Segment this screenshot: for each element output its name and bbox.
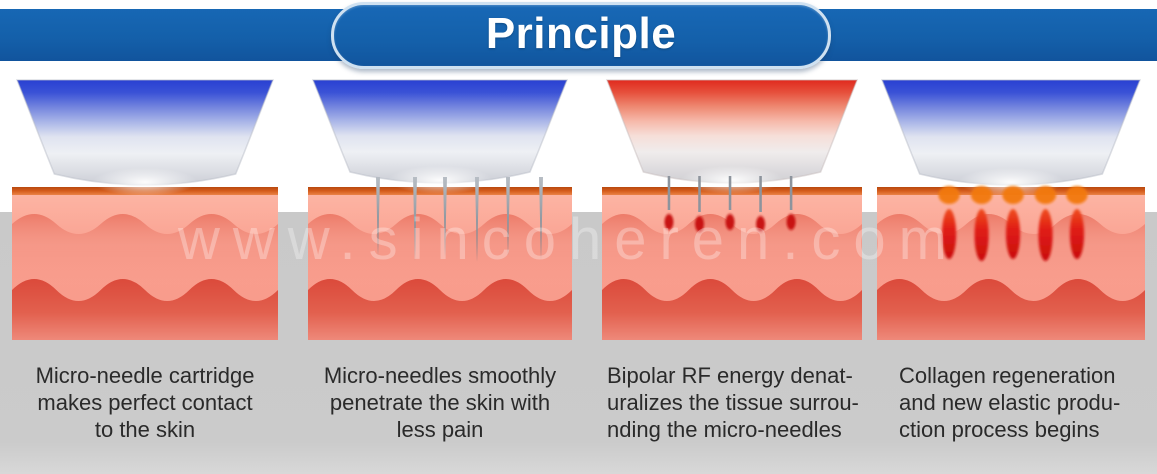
panel-contact <box>12 78 278 340</box>
panel-regeneration <box>877 78 1145 340</box>
caption-contact: Micro-needle cartridge makes perfect con… <box>12 362 278 443</box>
caption-line: Micro-needles smoothly <box>323 363 557 388</box>
micro-needles <box>376 177 543 262</box>
caption-line: to the skin <box>94 417 196 442</box>
panel-penetration <box>308 78 572 340</box>
header-pill: Principle <box>331 2 831 69</box>
needle-shafts <box>667 176 793 212</box>
caption-line: and new elastic produ- <box>899 390 1121 415</box>
caption-line: penetrate the skin with <box>329 390 551 415</box>
penetration-illustration <box>308 79 572 340</box>
caption-line: less pain <box>396 417 484 442</box>
heat-columns <box>938 186 1088 266</box>
caption-line: nding the micro-needles <box>607 417 842 442</box>
panel-rf-energy <box>602 78 862 340</box>
regeneration-illustration <box>877 79 1145 340</box>
caption-rf-energy: Bipolar RF energy denat- uralizes the ti… <box>607 362 879 443</box>
caption-regeneration: Collagen regeneration and new elastic pr… <box>899 362 1157 443</box>
caption-line: Collagen regeneration <box>899 363 1116 388</box>
page-title: Principle <box>485 8 677 58</box>
contact-illustration <box>12 79 278 340</box>
caption-line: Micro-needle cartridge <box>35 363 255 388</box>
caption-line: uralizes the tissue surrou- <box>607 390 859 415</box>
caption-line: Bipolar RF energy denat- <box>607 363 853 388</box>
rf-energy-illustration <box>602 79 862 340</box>
caption-line: makes perfect contact <box>37 390 253 415</box>
caption-penetration: Micro-needles smoothly penetrate the ski… <box>296 362 584 443</box>
caption-line: ction process begins <box>899 417 1100 442</box>
